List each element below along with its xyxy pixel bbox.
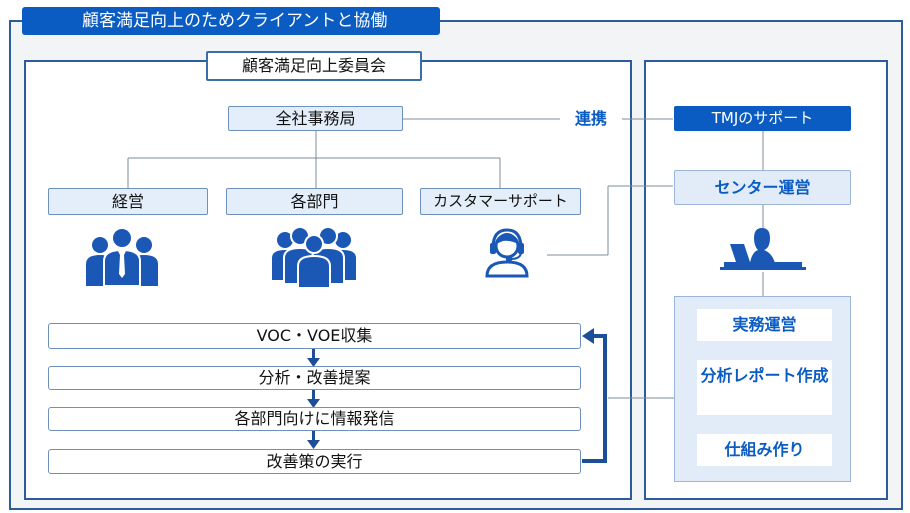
link-label: 連携 [560, 107, 622, 131]
service-framework-building: 仕組み作り [697, 434, 832, 466]
process-step-4: 改善策の実行 [48, 449, 581, 474]
headset-operator-icon [485, 228, 529, 278]
process-step-3: 各部門向けに情報発信 [48, 407, 581, 431]
center-operation-box: センター運営 [674, 170, 851, 205]
department-staff-icon [272, 226, 356, 288]
computer-operator-icon [720, 228, 806, 270]
service-analysis-report: 分析レポート作成 [697, 360, 832, 415]
department-divisions: 各部門 [226, 188, 403, 215]
process-step-2: 分析・改善提案 [48, 366, 581, 390]
department-customer-support: カスタマーサポート [420, 188, 581, 215]
executives-icon [86, 228, 158, 286]
service-operations: 実務運営 [697, 309, 832, 341]
department-executives: 経営 [48, 188, 208, 215]
process-step-1: VOC・VOE収集 [48, 323, 581, 349]
secretariat-box: 全社事務局 [228, 106, 403, 131]
committee-label: 顧客満足向上委員会 [206, 51, 422, 81]
diagram-title: 顧客満足向上のためクライアントと協働 [22, 7, 440, 35]
tmj-support-label: TMJのサポート [674, 106, 851, 131]
